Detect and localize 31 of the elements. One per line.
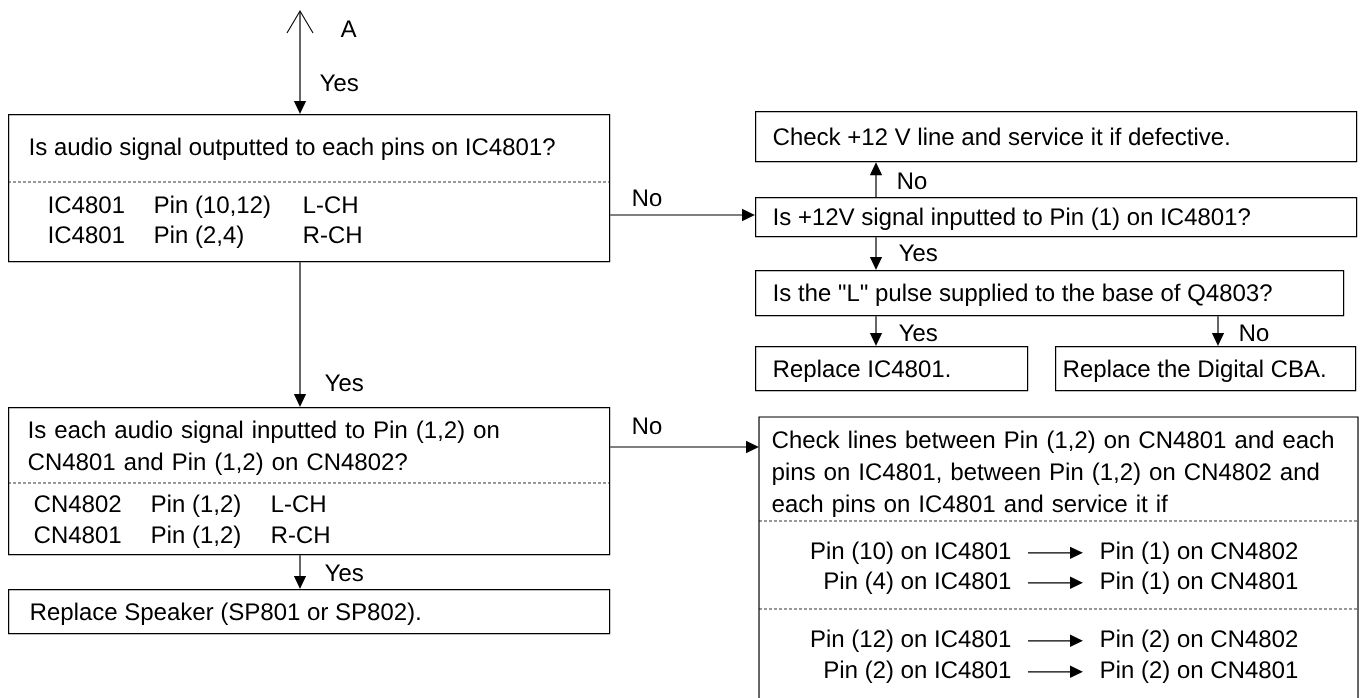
pin-text: Pin (12) on IC4801 — [811, 629, 1011, 652]
arrow — [1027, 546, 1083, 559]
arrow — [1027, 576, 1083, 589]
edge-label: Yes — [897, 243, 939, 263]
edge-label: No — [630, 188, 664, 208]
process-box: Replace IC4801. — [755, 346, 1029, 392]
decision-box: Is +12V signal inputted to Pin (1) on IC4801? — [755, 197, 1358, 238]
edge-label: Yes — [323, 563, 365, 583]
arrow — [1027, 634, 1083, 647]
edge-label: Yes — [323, 373, 365, 393]
decision-box: Is audio signal outputted to each pins on IC4801? IC4801 Pin (10,12) L-CH IC4801 Pin (2,4) R-CH — [7, 114, 611, 263]
process-box: Check +12 V line and service it if defective. — [755, 111, 1358, 163]
pin-text: Pin (2) on CN4801 — [1101, 660, 1298, 683]
edge-label: Yes — [318, 73, 360, 93]
pin-text: Pin (2) on CN4802 — [1101, 629, 1298, 652]
process-box: Replace the Digital CBA. — [1055, 346, 1357, 392]
edge-label: No — [1237, 323, 1271, 343]
pin-text: Pin (2) on IC4801 — [825, 660, 1011, 683]
process-box: Replace Speaker (SP801 or SP802). — [8, 589, 611, 635]
pin-text: Pin (1) on CN4801 — [1101, 571, 1298, 594]
edge-label: No — [895, 171, 929, 191]
edge-label: Yes — [897, 323, 939, 343]
edge-label: No — [630, 416, 664, 436]
decision-box: Is each audio signal inputted to Pin (1,2) on CN4801 and Pin (1,2) on CN4802? CN4802 Pin (1,2) L-CH CN4801 Pin (1,2) R-CH — [7, 407, 611, 556]
arrow — [286, 10, 314, 114]
connector-label: A — [340, 20, 357, 37]
arrow — [1027, 665, 1083, 678]
pin-text: Pin (10) on IC4801 — [811, 541, 1011, 564]
decision-box: Is the "L" pulse supplied to the base of Q4803? — [755, 270, 1345, 317]
pin-text: Pin (4) on IC4801 — [825, 571, 1011, 594]
pin-text: Pin (1) on CN4802 — [1101, 541, 1298, 564]
